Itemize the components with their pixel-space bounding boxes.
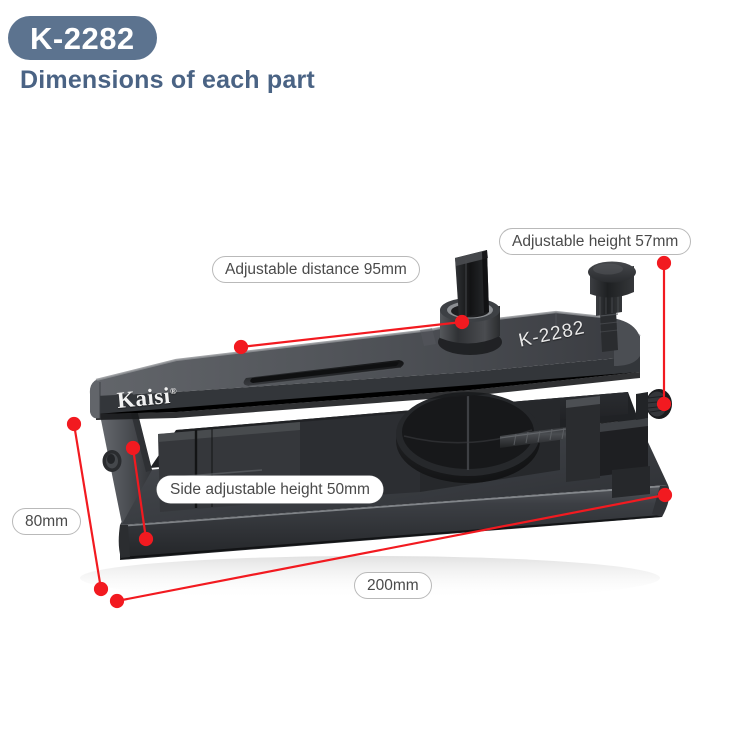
model-badge: K-2282 [8,16,157,60]
callout-side-adjustable-height: Side adjustable height 50mm [157,476,383,503]
callout-depth: 80mm [12,508,82,535]
callout-adjustable-distance: Adjustable distance 95mm [212,256,420,283]
callout-adjustable-height: Adjustable height 57mm [499,228,692,255]
page-subtitle: Dimensions of each part [20,66,315,94]
model-badge-label: K-2282 [30,20,135,56]
page-header: K-2282 Dimensions of each part [0,0,750,110]
upper-arm-chamfer [96,356,640,414]
callout-length: 200mm [354,572,432,599]
right-carriage [566,396,600,482]
vertical-blade-post [455,250,489,318]
upper-arm [96,312,640,396]
